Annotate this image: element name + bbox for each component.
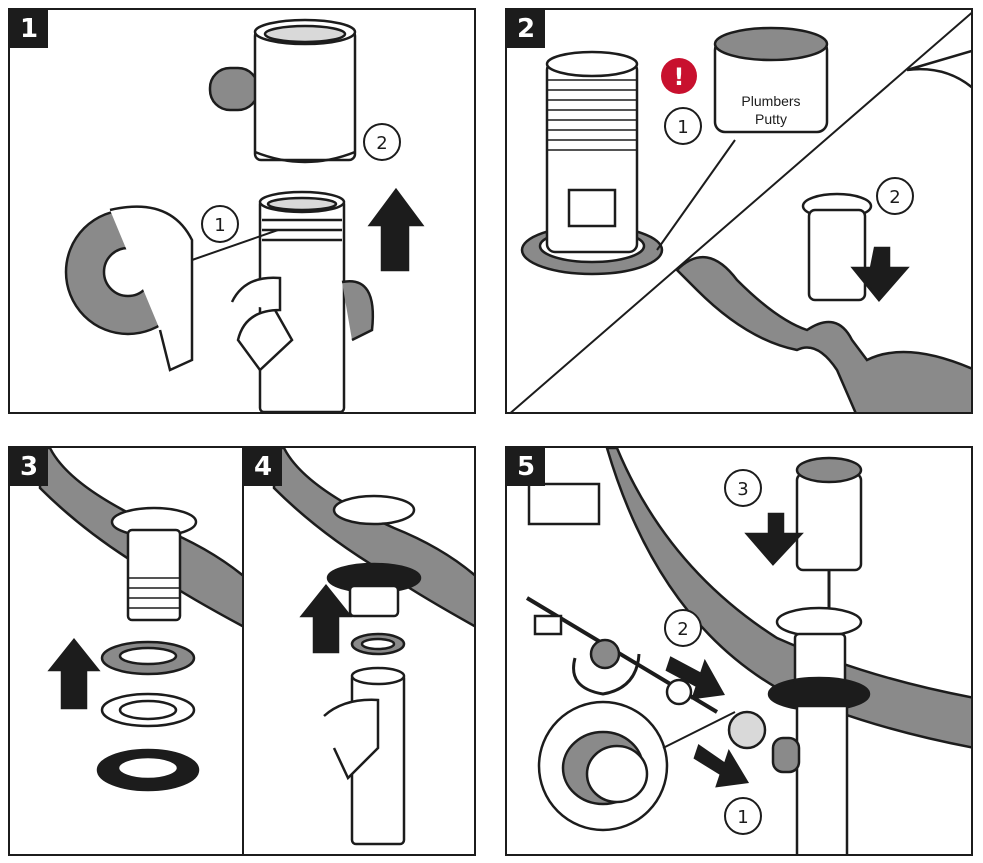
down-arrow [850,246,910,302]
step-2-illustration: ! Plumbers Putty 1 2 [510,12,971,412]
warning-icon: ! [661,58,697,94]
callout-1: 1 [201,205,239,243]
popup-stopper [795,472,863,572]
step-badge-2: 2 [507,10,545,48]
tail-pipe [795,704,849,854]
right-down-arrow [693,744,750,788]
up-arrow [299,583,353,654]
up-arrow [367,187,425,272]
step-4-illustration [272,448,474,846]
svg-text:1: 1 [214,215,225,236]
step-3-illustration [38,448,242,792]
panel-step-3: 3 [8,446,244,856]
svg-text:2: 2 [376,133,387,154]
callout-2: 2 [664,609,702,647]
callout-3: 3 [724,469,762,507]
step-1-illustration: 1 2 [64,18,425,412]
tee-fitting-body [253,28,357,162]
step-badge-1: 1 [10,10,48,48]
panel-divider [510,12,971,412]
callout-2: 2 [876,177,914,215]
panel-step-4: 4 [242,446,476,856]
svg-text:1: 1 [737,807,748,828]
putty-label-line2: Putty [755,111,787,127]
svg-text:2: 2 [677,619,688,640]
step-badge-4: 4 [244,448,282,486]
callout-1: 1 [724,797,762,835]
step-badge-5: 5 [507,448,545,486]
svg-text:3: 3 [737,479,748,500]
panel-step-2: 2 [505,8,973,414]
panel-step-5: 5 [505,446,973,856]
tape-wrap [230,276,294,372]
tee-side-outlet [208,66,260,112]
panel-step-1: 1 [8,8,476,414]
basin-section [675,255,971,412]
step-badge-3: 3 [10,448,48,486]
up-arrow [47,637,101,710]
svg-text:1: 1 [677,117,688,138]
right-arrow [665,656,725,700]
svg-text:!: ! [674,63,685,91]
down-arrow [744,512,804,566]
svg-text:2: 2 [889,187,900,208]
callout-1: 1 [664,107,702,145]
step-5-illustration: 3 2 1 [525,448,971,854]
putty-label-line1: Plumbers [741,93,800,109]
callout-2: 2 [363,123,401,161]
